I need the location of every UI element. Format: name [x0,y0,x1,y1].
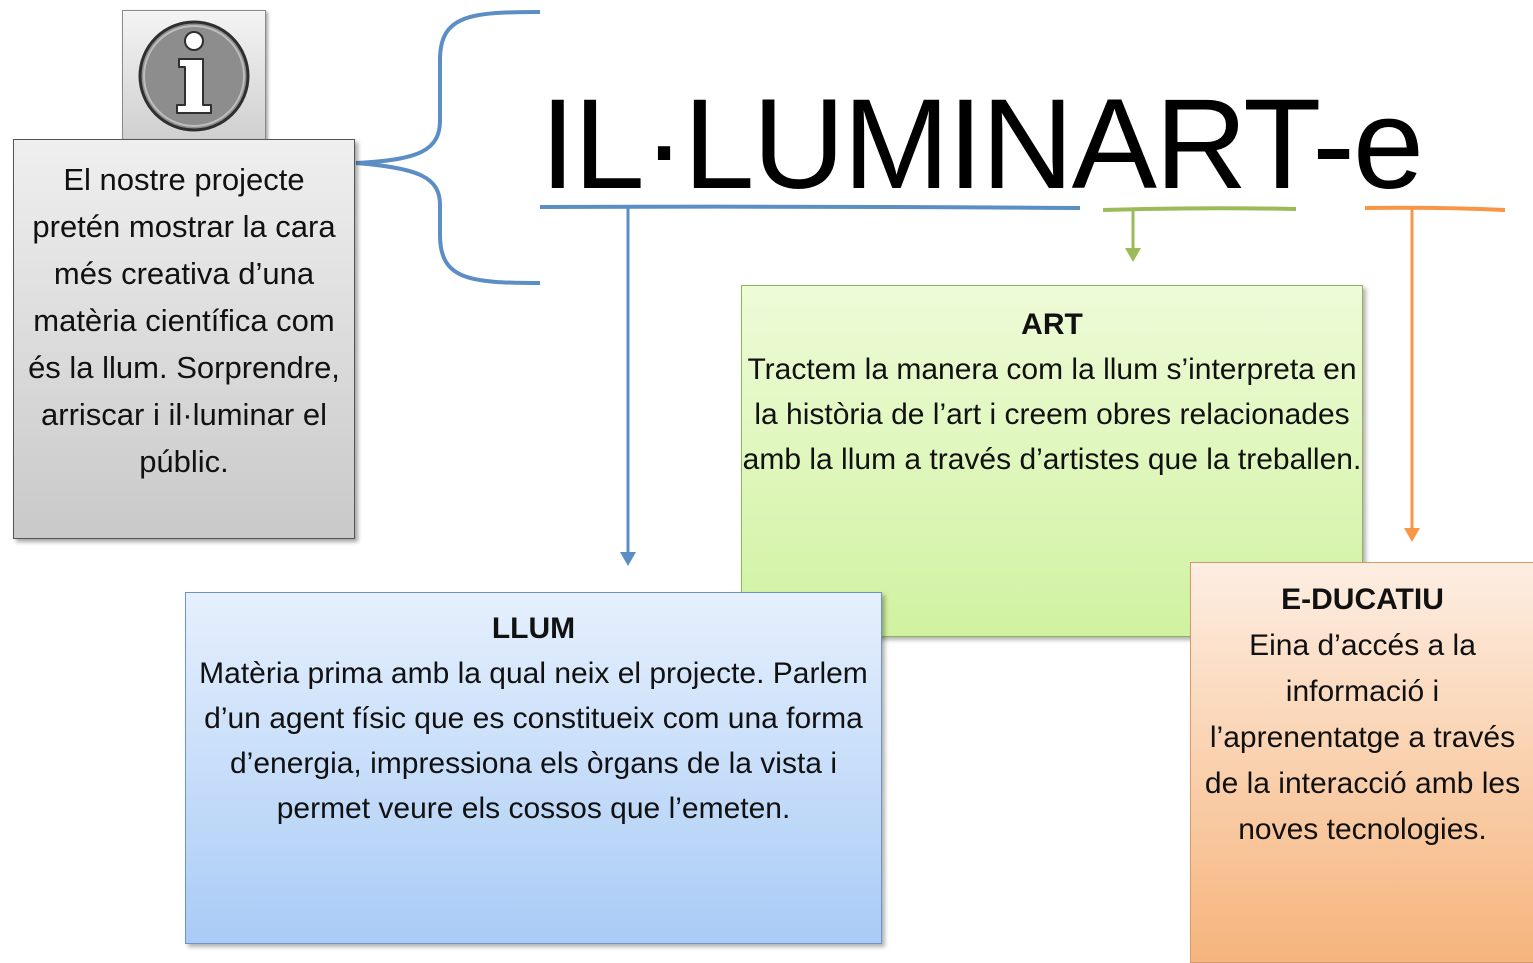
art-heading: ART [1021,308,1083,341]
llum-box: LLUM Matèria prima amb la qual neix el p… [185,592,882,944]
art-text: Tractem la manera com la llum s’interpre… [742,353,1362,476]
art-box: ART Tractem la manera com la llum s’inte… [741,285,1363,637]
llum-underline [539,204,1081,210]
llum-text: Matèria prima amb la qual neix el projec… [199,657,868,825]
educatiu-arrowhead [1404,528,1420,542]
educatiu-heading: E-DUCATIU [1281,583,1444,616]
info-icon-tile [122,10,266,142]
llum-heading: LLUM [491,612,576,645]
art-arrowhead [1125,248,1141,262]
art-underline [1102,206,1297,212]
info-icon [138,20,250,132]
educatiu-text: Eina d’accés a la informació i l’aprenen… [1204,629,1521,846]
intro-text: El nostre projecte pretén mostrar la car… [28,162,340,479]
intro-box: El nostre projecte pretén mostrar la car… [13,139,355,539]
brace-connector [355,10,541,285]
project-title: IL·LUMINART-e [540,73,1424,216]
educatiu-box: E-DUCATIU Eina d’accés a la informació i… [1190,562,1533,963]
educatiu-underline [1364,205,1506,212]
llum-arrowhead [620,552,636,566]
